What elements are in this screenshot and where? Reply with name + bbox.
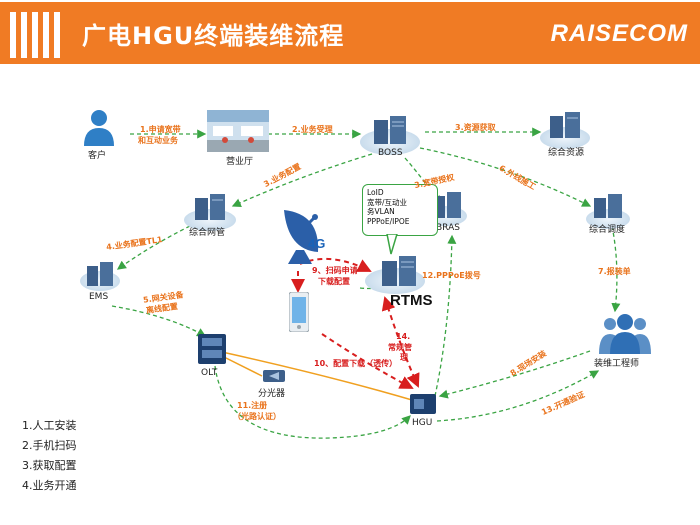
satellite-dish-icon [284, 210, 319, 264]
edge-4 [116, 225, 191, 270]
smartphone-icon [289, 292, 309, 332]
edge-label-3: 3.资源获取 [455, 123, 496, 132]
splitter-icon [263, 370, 285, 382]
label-rtms: RTMS [390, 292, 433, 309]
legend-item: 3.获取配置 [22, 459, 77, 472]
edge-label-2: 2.业务受理 [292, 125, 333, 134]
boss-server-icon [374, 116, 406, 144]
ems-server-icon [87, 262, 113, 286]
edge-14 [381, 296, 420, 388]
edge-label-14a: 14. [396, 332, 411, 341]
edge-8 [438, 350, 591, 399]
workflow-diagram: 客户 营业厅 BOSS 综合资源 综合网管 BRAS 综合调度 EMS [0, 66, 700, 525]
resource-server-icon [550, 112, 580, 138]
edge-label-14c: 理 [400, 353, 408, 362]
edge-label-11a: 11.注册 [237, 401, 268, 410]
engineer-team-icon [599, 314, 651, 354]
nms-server-icon [195, 194, 225, 220]
bubble-tail [386, 234, 398, 255]
label-boss: BOSS [378, 148, 403, 158]
label-resource: 综合资源 [548, 148, 585, 158]
brand-logo: RAISECOM [550, 20, 688, 47]
business-hall-photo [207, 110, 269, 152]
edge-label-10: 10、配置下载（透传） [314, 359, 398, 368]
edge-3c [404, 157, 441, 206]
label-4g: 4G [308, 236, 326, 251]
edge-label-1a: 1.申请宽带 [140, 125, 181, 134]
edge-7 [611, 225, 621, 313]
edge-label-11b: （光路认证） [233, 412, 281, 421]
olt-device-icon [198, 334, 226, 364]
label-olt: OLT [201, 368, 218, 378]
label-bras: BRAS [436, 223, 460, 233]
label-dispatch: 综合调度 [589, 225, 626, 235]
edge-12 [434, 234, 457, 397]
rtms-server-icon [382, 256, 416, 286]
label-splitter: 分光器 [258, 389, 286, 399]
edge-13 [436, 370, 600, 422]
edge-3b [231, 153, 373, 207]
customer-person-icon [84, 110, 114, 146]
edge-6 [419, 147, 592, 207]
label-ems: EMS [89, 292, 109, 302]
header-stripes [10, 12, 70, 58]
bubble-line: PPPoE/IPOE [367, 216, 410, 226]
fiber-olt-hgu [221, 351, 413, 401]
edge-label-14b: 常规管 [388, 343, 412, 352]
legend-item: 4.业务开通 [22, 479, 77, 492]
bubble-line: LoID [367, 188, 384, 197]
dispatch-server-icon [594, 194, 622, 218]
header-bar: 广电HGU终端装维流程 RAISECOM [0, 2, 700, 64]
edge-label-9a: 9、扫码申请 [312, 266, 358, 275]
label-engineer: 装维工程师 [594, 359, 640, 369]
legend-item: 1.人工安装 [22, 419, 77, 432]
edge-label-1b: 和互动业务 [138, 136, 178, 145]
page-title: 广电HGU终端装维流程 [82, 22, 345, 50]
legend-item: 2.手机扫码 [22, 439, 77, 452]
bubble-line: 务VLAN [367, 207, 395, 216]
edge-label-7: 7.报装单 [598, 267, 631, 276]
edge-9 [299, 257, 372, 272]
bubble-line: 宽带/互动业 [367, 197, 408, 207]
config-bubble: LoID 宽带/互动业 务VLAN PPPoE/IPOE [362, 184, 438, 236]
label-customer: 客户 [88, 151, 107, 161]
edge-label-9b: 下载配置 [318, 277, 350, 286]
hgu-device-icon [410, 394, 436, 414]
edge-11 [214, 365, 411, 439]
label-hgu: HGU [412, 418, 433, 428]
legend-list: 1.人工安装 2.手机扫码 3.获取配置 4.业务开通 [22, 416, 77, 496]
label-nms: 综合网管 [189, 228, 226, 238]
header-banner: 广电HGU终端装维流程 RAISECOM [0, 0, 700, 66]
label-hall: 营业厅 [226, 157, 254, 167]
fiber-olt-splitter [221, 355, 263, 377]
edge-label-12: 12.PPPoE拨号 [422, 271, 481, 280]
